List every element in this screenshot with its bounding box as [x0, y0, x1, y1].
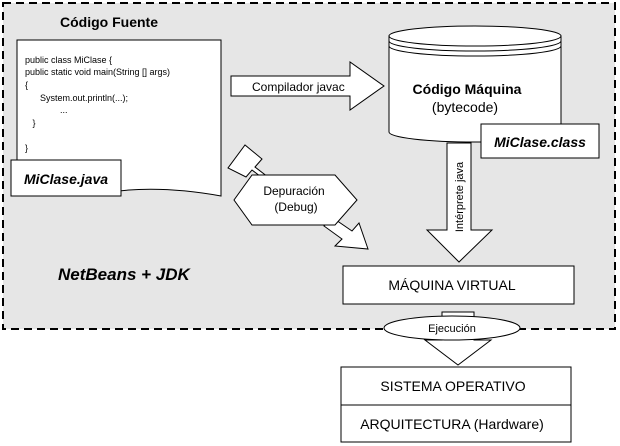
arch-box	[340, 404, 572, 443]
bytecode-file-label-box	[480, 123, 600, 159]
debug-line2: (Debug)	[274, 200, 317, 214]
vm-box	[342, 265, 575, 305]
bytecode-subtitle: (bytecode)	[432, 99, 498, 115]
code-line: }	[25, 143, 28, 153]
code-line: {	[25, 80, 28, 90]
interpret-label: Intérprete java	[454, 161, 466, 232]
source-file-label-box	[10, 159, 122, 197]
debug-arrow-to-vm	[323, 217, 369, 250]
arch-label: ARQUITECTURA (Hardware)	[360, 416, 544, 432]
bytecode-file-label: MiClase.class	[494, 134, 586, 150]
compile-arrow	[230, 61, 385, 111]
vm-label: MÁQUINA VIRTUAL	[388, 277, 516, 293]
os-label: SISTEMA OPERATIVO	[380, 378, 525, 394]
code-line: System.out.println(...);	[25, 93, 128, 103]
source-title: Código Fuente	[60, 14, 158, 30]
code-line: public static void main(String [] args)	[25, 67, 170, 77]
bytecode-title: Código Máquina	[413, 81, 522, 97]
compile-label: Compilador javac	[252, 80, 345, 94]
debug-octagon	[233, 174, 358, 226]
region-title: NetBeans + JDK	[58, 265, 192, 284]
source-file-label: MiClase.java	[24, 171, 108, 187]
debug-line1: Depuración	[263, 184, 324, 198]
os-box	[340, 366, 572, 406]
execution-ellipse	[383, 315, 521, 341]
execution-label: Ejecución	[428, 323, 476, 335]
code-line: ...	[25, 105, 68, 115]
code-line: public class MiClase {	[25, 55, 112, 65]
interpret-arrow	[425, 142, 494, 263]
bytecode-cylinder	[388, 25, 562, 143]
source-code: public class MiClase { public static voi…	[25, 55, 170, 153]
code-line: }	[25, 118, 36, 128]
